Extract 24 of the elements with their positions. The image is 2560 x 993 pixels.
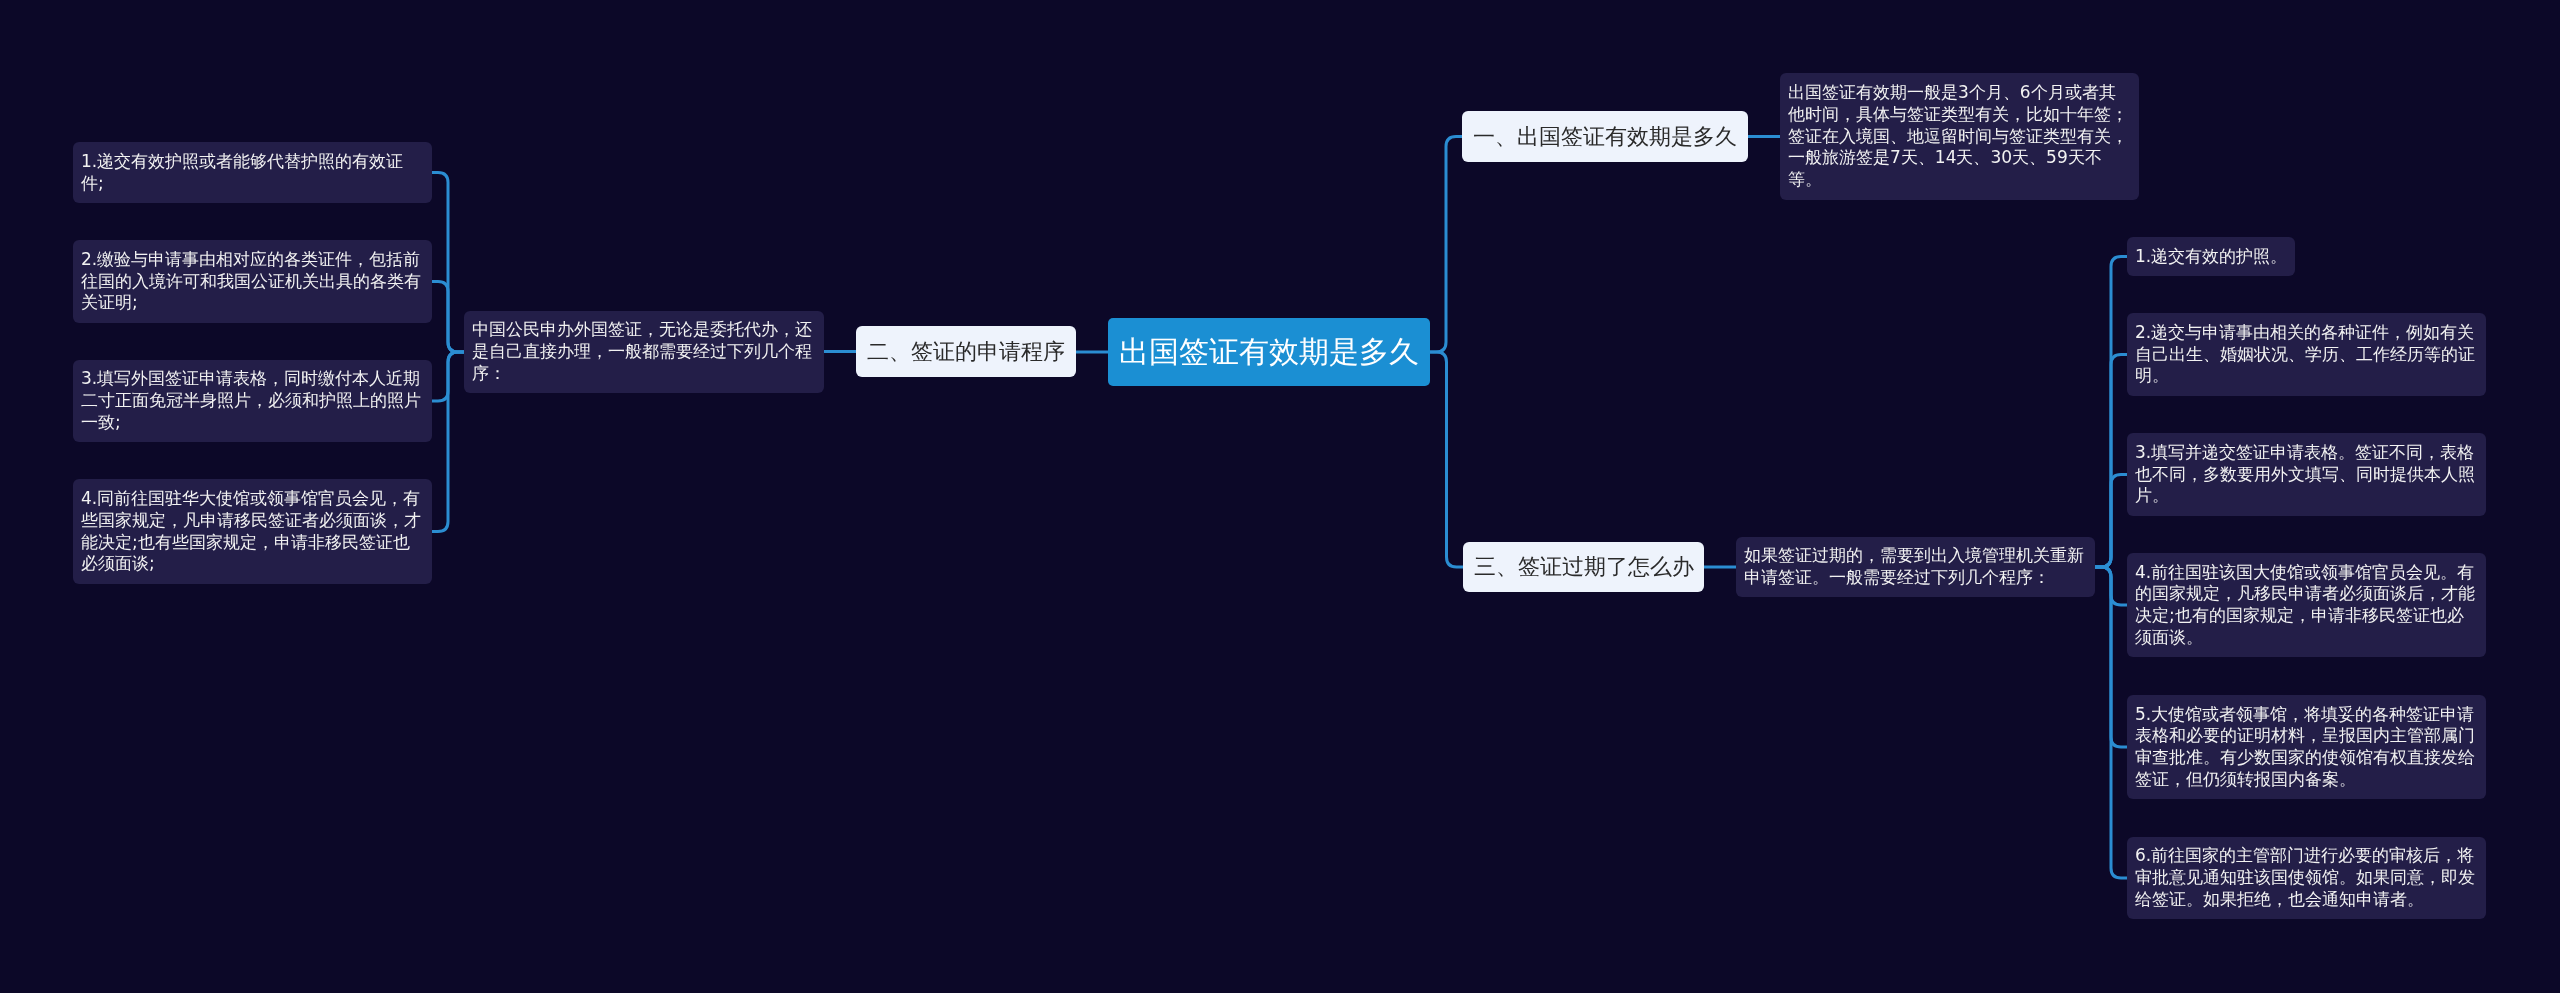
text-box: 3.填写并递交签证申请表格。签证不同，表格也不同，多数要用外文填写、同时提供本人照片。 bbox=[2127, 433, 2486, 516]
central-topic-box: 出国签证有效期是多久 bbox=[1108, 318, 1430, 386]
branch-topic-box: 一、出国签证有效期是多久 bbox=[1462, 111, 1748, 162]
text-box: 5.大使馆或者领事馆，将填妥的各种签证申请表格和必要的证明材料，呈报国内主管部属门审查批准。有少数国家的使领馆有权直接发给签证，但仍须转报国内备案。 bbox=[2127, 695, 2486, 799]
connector-line bbox=[1704, 565, 1736, 569]
connector-line bbox=[1748, 135, 1780, 138]
connector-line bbox=[432, 350, 464, 533]
text-box: 出国签证有效期一般是3个月、6个月或者其他时间，具体与签证类型有关，比如十年签；签证在入境国、地逗留时间与签证类型有关，一般旅游签是7天、14天、30天、59天不等。 bbox=[1780, 73, 2139, 200]
text-box: 中国公民申办外国签证，无论是委托代办，还是自己直接办理，一般都需要经过下列几个程序： bbox=[464, 311, 824, 393]
branch-topic-box: 三、签证过期了怎么办 bbox=[1463, 542, 1704, 592]
text-box: 2.缴验与申请事由相对应的各类证件，包括前往国的入境许可和我国公证机关出具的各类有关证明; bbox=[73, 240, 432, 323]
text-box: 1.递交有效护照或者能够代替护照的有效证件; bbox=[73, 142, 432, 203]
connector-line bbox=[2095, 565, 2127, 880]
connector-line bbox=[824, 350, 856, 353]
text-box: 4.前往国驻该国大使馆或领事馆官员会见。有的国家规定，凡移民申请者必须面谈后，才能决定;也有的国家规定，申请非移民签证也必须面谈。 bbox=[2127, 553, 2486, 657]
text-box: 如果签证过期的，需要到出入境管理机关重新申请签证。一般需要经过下列几个程序： bbox=[1736, 537, 2095, 597]
text-box: 4.同前往国驻华大使馆或领事馆官员会见，有些国家规定，凡申请移民签证者必须面谈，才能决定;也有些国家规定，申请非移民签证也必须面谈; bbox=[73, 479, 432, 584]
connector-line bbox=[1076, 350, 1108, 354]
connector-line bbox=[1430, 350, 1463, 569]
text-box: 2.递交与申请事由相关的各种证件，例如有关自己出生、婚姻状况、学历、工作经历等的证明。 bbox=[2127, 313, 2486, 396]
text-box: 1.递交有效的护照。 bbox=[2127, 237, 2296, 276]
text-box: 3.填写外国签证申请表格，同时缴付本人近期二寸正面免冠半身照片，必须和护照上的照片一致; bbox=[73, 360, 432, 442]
branch-topic-box: 二、签证的申请程序 bbox=[856, 326, 1076, 377]
text-box: 6.前往国家的主管部门进行必要的审核后，将审批意见通知驻该国使领馆。如果同意，即发给签证。如果拒绝，也会通知申请者。 bbox=[2127, 837, 2486, 919]
